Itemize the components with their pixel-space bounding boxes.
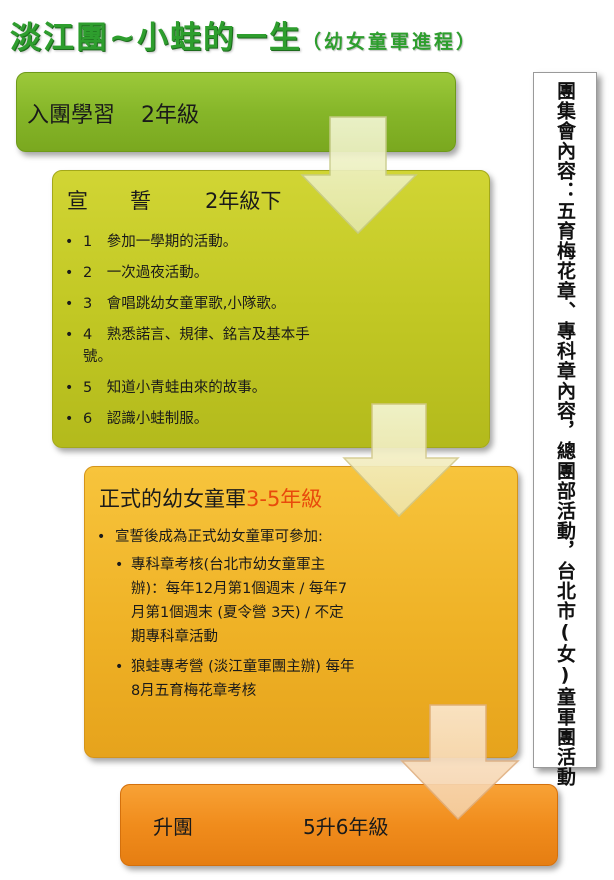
step-box-promotion: 升團 5升6年級 [120,784,558,866]
list-item: 4 熟悉諾言、規律、銘言及基本手號。 [65,324,335,368]
step-promotion-label: 升團 [153,815,193,839]
list-item: 宣誓後成為正式幼女童軍可參加: 專科章考核(台北市幼女童軍主辦)：每年12月第1… [97,525,357,703]
side-note-box: 團集會內容：五育梅花章、專科章內容，總團部活動，台北市(女)童軍團活動 [533,72,597,787]
list-item: 5 知道小青蛙由來的故事。 [65,377,335,399]
official-intro-text: 宣誓後成為正式幼女童軍可參加: [115,529,323,545]
page-title: 淡江團~小蛙的一生（幼女童軍進程） [10,12,478,57]
list-item: 1 參加一學期的活動。 [65,231,335,253]
official-activities-list: 宣誓後成為正式幼女童軍可參加: 專科章考核(台北市幼女童軍主辦)：每年12月第1… [97,525,357,709]
step-promotion-grade: 5升6年級 [303,815,389,839]
step-join-heading: 入團學習 2年級 [27,97,199,129]
title-subtitle: （幼女童軍進程） [301,31,478,53]
step-oath-label: 宣 誓 [67,189,151,213]
list-item: 專科章考核(台北市幼女童軍主辦)：每年12月第1個週末 / 每年7月第1個週末 … [115,553,357,649]
step-official-grade: 3-5年級 [246,487,323,511]
step-oath-grade: 2年級下 [205,189,282,213]
down-arrow-icon [300,116,418,235]
step-box-oath: 宣 誓 2年級下 1 參加一學期的活動。 2 一次過夜活動。 3 會唱跳幼女童軍… [52,170,490,448]
step-join-label: 入團學習 [27,103,116,128]
list-item: 3 會唱跳幼女童軍歌,小隊歌。 [65,293,335,315]
title-main: 淡江團~小蛙的一生 [10,20,302,56]
official-sublist: 專科章考核(台北市幼女童軍主辦)：每年12月第1個週末 / 每年7月第1個週末 … [115,553,357,703]
list-item: 6 認識小蛙制服。 [65,408,335,430]
side-note-text: 團集會內容：五育梅花章、專科章內容，總團部活動，台北市(女)童軍團活動 [554,81,576,787]
oath-requirements-list: 1 參加一學期的活動。 2 一次過夜活動。 3 會唱跳幼女童軍歌,小隊歌。 4 … [65,231,335,439]
list-item: 2 一次過夜活動。 [65,262,335,284]
down-arrow-icon [400,704,520,821]
step-join-grade: 2年級 [141,103,200,128]
down-arrow-icon [342,403,460,518]
step-official-label: 正式的幼女童軍 [99,487,246,511]
step-official-heading: 正式的幼女童軍3-5年級 [99,483,322,513]
step-box-join: 入團學習 2年級 [16,72,456,152]
list-item: 狼蛙專考營 (淡江童軍團主辦) 每年8月五育梅花章考核 [115,655,357,703]
